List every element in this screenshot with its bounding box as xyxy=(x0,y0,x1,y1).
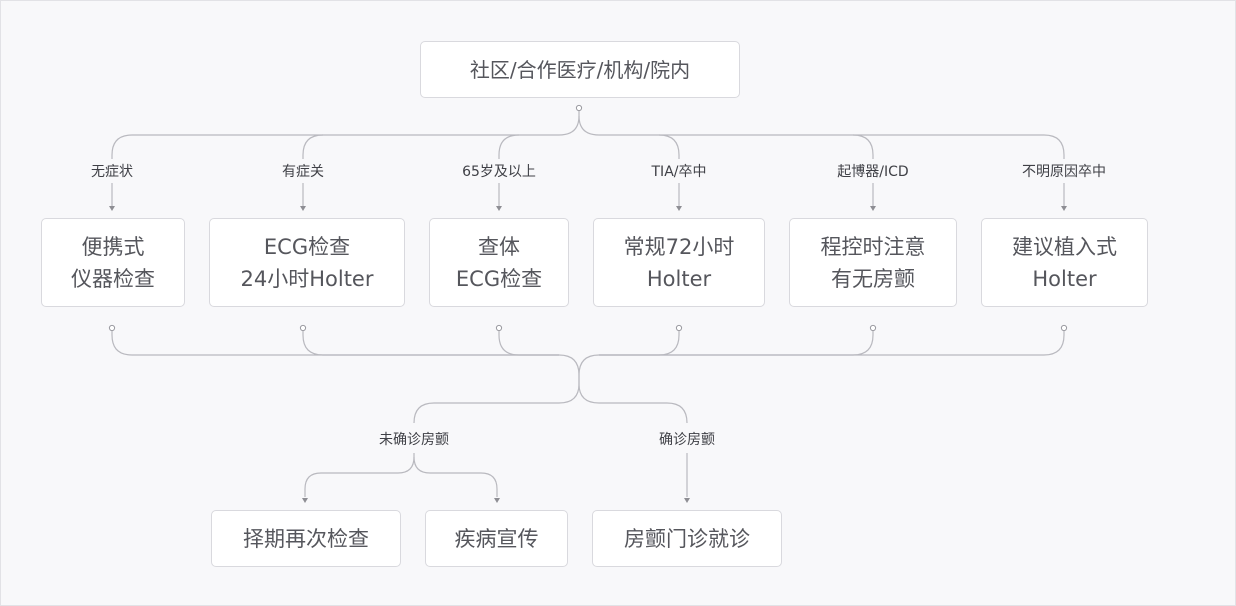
root-label: 社区/合作医疗/机构/院内 xyxy=(469,57,691,82)
branch-node-2-line-2: 24小时Holter xyxy=(240,266,374,291)
branch-condition-1: 无症状 xyxy=(91,164,133,180)
branch-node-3-line-1: 查体 xyxy=(478,234,520,259)
clinic-arrow xyxy=(684,498,690,503)
branch-arrow-1 xyxy=(109,206,115,211)
branch-node-3: 查体 ECG检查 xyxy=(429,218,569,307)
merge-2 xyxy=(498,331,559,356)
branch-node-4-line-2: Holter xyxy=(646,266,712,291)
merge-3 xyxy=(599,331,680,356)
branch-port-dot-6 xyxy=(1060,324,1068,332)
root-node: 社区/合作医疗/机构/院内 xyxy=(420,41,740,98)
branch-arrow-3 xyxy=(496,206,502,211)
negative-to-education xyxy=(413,456,498,497)
branch-condition-4: TIA/卒中 xyxy=(651,164,707,180)
branch-node-4: 常规72小时 Holter xyxy=(593,218,765,307)
branch-node-6-line-1: 建议植入式 xyxy=(1012,234,1117,259)
branch-node-1: 便携式 仪器检查 xyxy=(41,218,185,307)
merge-0 xyxy=(111,331,559,356)
branch-node-4-line-1: 常规72小时 xyxy=(623,234,735,259)
branch-arrow-4 xyxy=(676,206,682,211)
root-port-dot xyxy=(575,104,583,112)
branch-port-dot-3 xyxy=(495,324,503,332)
branch-condition-3: 65岁及以上 xyxy=(462,164,536,180)
branch-node-5: 程控时注意 有无房颤 xyxy=(789,218,957,307)
trunk-left xyxy=(111,108,580,156)
branch-condition-5: 起博器/ICD xyxy=(837,164,909,180)
fan-left-1 xyxy=(498,134,520,156)
merge-5 xyxy=(599,331,1065,356)
branch-node-3-line-2: ECG检查 xyxy=(455,266,543,291)
branch-node-2-line-1: ECG检查 xyxy=(263,234,351,259)
branch-arrow-2 xyxy=(300,206,306,211)
branch-node-1-line-1: 便携式 xyxy=(81,234,145,259)
merge-to-positive xyxy=(578,354,688,424)
branch-node-1-line-2: 仪器检查 xyxy=(71,266,155,291)
outcome-node-clinic: 房颤门诊就诊 xyxy=(592,510,782,567)
branch-arrow-5 xyxy=(870,206,876,211)
outcome-node-recheck: 择期再次检查 xyxy=(211,510,401,567)
branch-node-6-line-2: Holter xyxy=(1032,266,1097,291)
outcome-node-clinic-label: 房颤门诊就诊 xyxy=(624,526,750,551)
outcome-node-education: 疾病宣传 xyxy=(425,510,568,567)
recheck-arrow xyxy=(302,498,308,503)
outcome-node-recheck-label: 择期再次检查 xyxy=(243,526,369,551)
branch-node-5-line-2: 有无房颤 xyxy=(831,266,915,291)
branch-condition-6: 不明原因卒中 xyxy=(1022,164,1106,180)
branch-node-6: 建议植入式 Holter xyxy=(981,218,1148,307)
branch-port-dot-4 xyxy=(675,324,683,332)
merge-4 xyxy=(599,331,874,356)
branch-port-dot-1 xyxy=(108,324,116,332)
branch-port-dot-2 xyxy=(299,324,307,332)
outcome-positive-condition: 确诊房颤 xyxy=(659,432,715,448)
merge-to-negative xyxy=(413,354,580,424)
branch-arrow-6 xyxy=(1061,206,1067,211)
outcome-negative-condition: 未确诊房颤 xyxy=(379,432,449,448)
fan-right-0 xyxy=(658,134,680,156)
branch-node-2: ECG检查 24小时Holter xyxy=(209,218,405,307)
outcome-node-education-label: 疾病宣传 xyxy=(454,526,539,551)
fan-right-1 xyxy=(852,134,874,156)
branch-condition-2: 有症关 xyxy=(282,164,324,180)
branch-port-dot-5 xyxy=(869,324,877,332)
trunk-right xyxy=(578,115,1065,156)
negative-to-recheck xyxy=(304,453,415,497)
branch-node-5-line-1: 程控时注意 xyxy=(820,234,926,259)
education-arrow xyxy=(494,498,500,503)
merge-1 xyxy=(302,331,559,356)
fan-left-0 xyxy=(302,134,324,156)
